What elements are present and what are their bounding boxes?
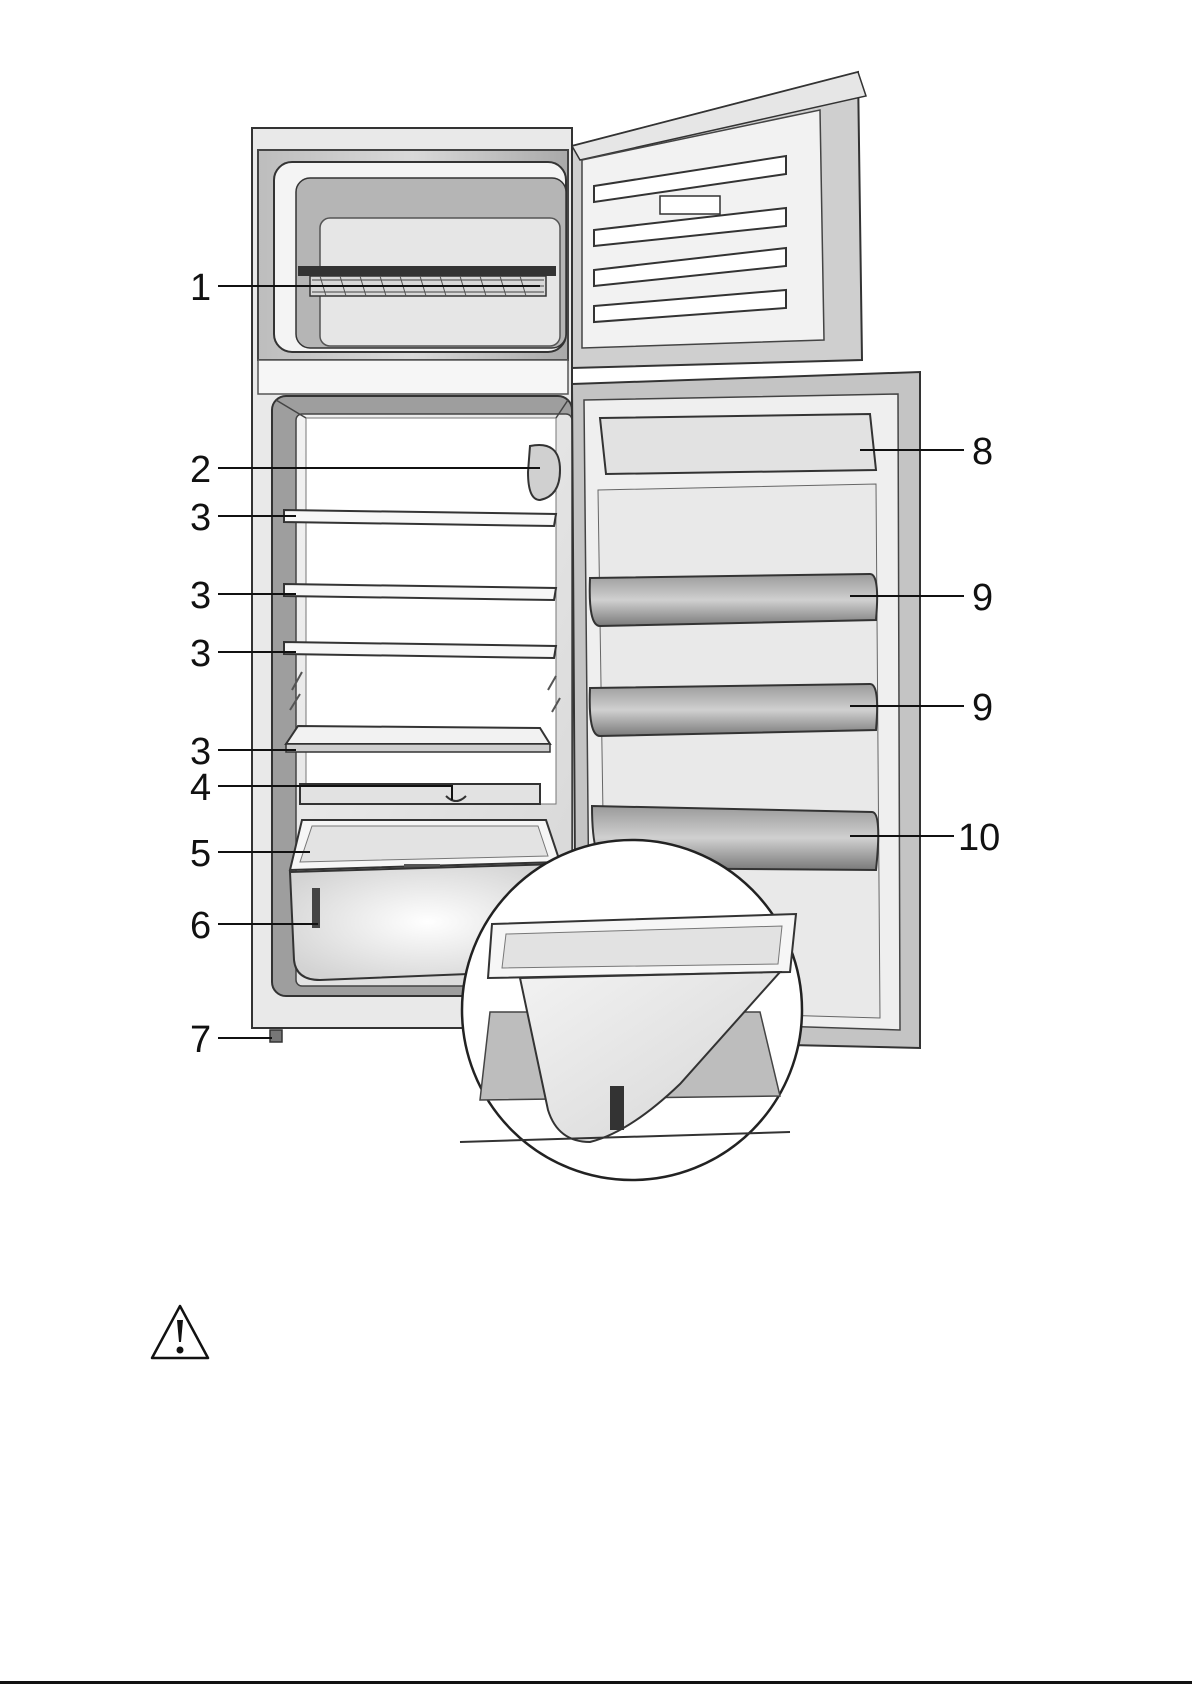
callout-8: 8 bbox=[972, 431, 993, 473]
callout-9: 9 bbox=[972, 577, 993, 619]
adjustable-foot bbox=[270, 1030, 282, 1042]
callout-4: 4 bbox=[190, 767, 211, 809]
callout-2: 2 bbox=[190, 449, 211, 491]
callout-3: 3 bbox=[190, 575, 211, 617]
crisper-lid bbox=[290, 820, 560, 870]
freezer-wire-shelf bbox=[298, 266, 556, 296]
callout-6: 6 bbox=[190, 905, 211, 947]
callout-5: 5 bbox=[190, 833, 211, 875]
freezer-door bbox=[572, 72, 866, 368]
callout-1: 1 bbox=[190, 267, 211, 309]
page-bottom-rule bbox=[0, 1681, 1192, 1684]
warning-triangle-icon bbox=[152, 1306, 208, 1358]
lamp-cover bbox=[528, 445, 560, 500]
callout-7: 7 bbox=[190, 1019, 211, 1061]
callout-3: 3 bbox=[190, 497, 211, 539]
dairy-compartment bbox=[600, 414, 876, 474]
callout-9: 9 bbox=[972, 687, 993, 729]
callout-3: 3 bbox=[190, 633, 211, 675]
crisper-detail-inset bbox=[460, 840, 802, 1180]
callout-10: 10 bbox=[958, 817, 1000, 859]
